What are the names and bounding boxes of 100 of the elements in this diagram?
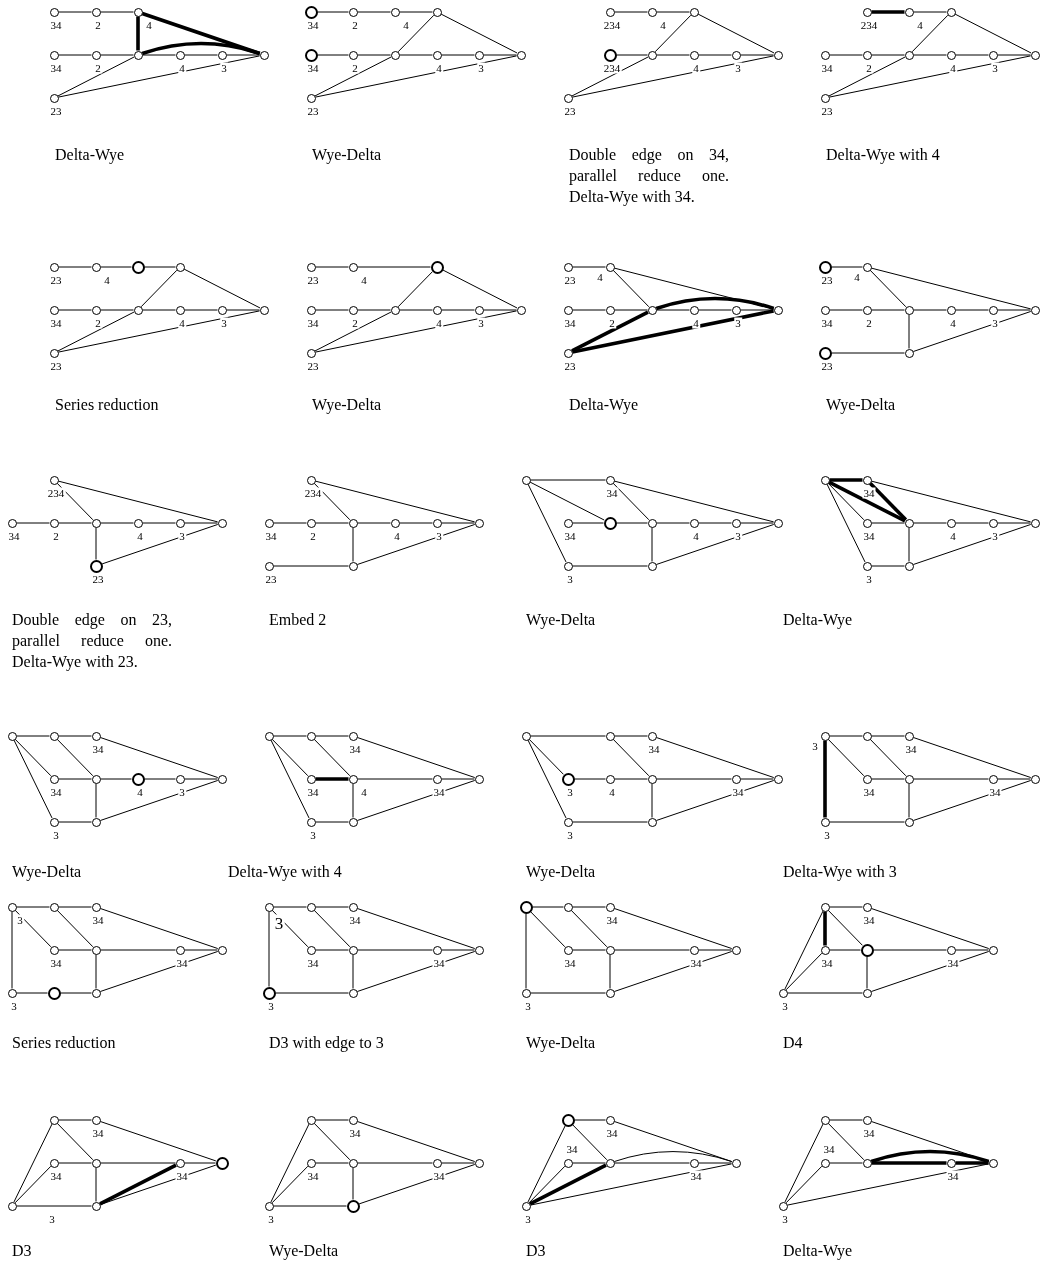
graph-edge (529, 1163, 733, 1206)
graph-edge (740, 54, 774, 56)
vertex-circle (605, 1115, 615, 1125)
graph-edge (184, 522, 218, 524)
vertex-circle (91, 945, 101, 955)
graph-edge (656, 778, 732, 780)
graph-edge (614, 11, 648, 13)
vertex-circle (647, 518, 657, 528)
vertex-label: 34 (904, 743, 918, 755)
vertex-circle (689, 305, 699, 315)
vertex-circle (432, 50, 442, 60)
vertex-circle (348, 561, 358, 571)
vertex-label: 23 (563, 274, 577, 286)
vertex-label: 4 (103, 274, 111, 286)
vertex-circle (689, 7, 699, 17)
vertex-label: 2 (351, 62, 359, 74)
graph-edge (140, 269, 178, 308)
graph-edge (913, 54, 947, 56)
vertex-label: 2 (309, 530, 317, 542)
vertex-circle (91, 50, 101, 60)
vertex-circle (904, 7, 914, 17)
vertex-circle (521, 988, 531, 998)
vertex-circle (862, 475, 872, 485)
graph-edge (315, 309, 349, 311)
graph-edge (828, 55, 1032, 98)
graph-edge (698, 949, 732, 951)
graph-edge (955, 309, 989, 311)
vertex-circle (946, 50, 956, 60)
vertex-label: 34 (91, 1127, 105, 1139)
vertex-circle (689, 518, 699, 528)
vertex-label: 34 (605, 487, 619, 499)
vertex-label: 23 (820, 360, 834, 372)
graph-edge (871, 309, 905, 311)
vertex-label: 4 (178, 62, 186, 74)
vertex-label: 3 (991, 530, 999, 542)
graph-edge (572, 266, 606, 268)
graph-edge (100, 54, 134, 56)
graph-edge (99, 1120, 217, 1162)
graph-edge (483, 309, 517, 311)
vertex-circle (49, 902, 59, 912)
graph-edge (136, 16, 140, 51)
graph-edge (99, 1164, 217, 1206)
graph-edge (614, 778, 648, 780)
vertex-circle (49, 1115, 59, 1125)
graph-edge (95, 1167, 97, 1202)
graph-edge (613, 480, 775, 523)
vertex-circle (348, 1115, 358, 1125)
vertex-circle (348, 902, 358, 912)
vertex-label: 4 (136, 530, 144, 542)
graph-edge (356, 736, 476, 779)
vertex-circle (820, 93, 830, 103)
graph-edge (572, 821, 648, 823)
graph-edge (955, 1161, 989, 1165)
vertex-label: 23 (91, 573, 105, 585)
vertex-label: 34 (306, 957, 320, 969)
graph-edge (828, 480, 906, 523)
graph-edge (273, 906, 307, 908)
graph-edge (441, 949, 475, 951)
graph-edge (313, 482, 351, 521)
step-caption: D3 with edge to 3 (269, 1033, 384, 1053)
vertex-circle (432, 774, 442, 784)
graph-edge (655, 296, 775, 311)
graph-edge (95, 783, 97, 818)
vertex-label: 3 (178, 530, 186, 542)
vertex-label: 3 (220, 62, 228, 74)
vertex-circle (862, 50, 872, 60)
graph-edge (58, 906, 92, 908)
step-caption: Delta-Wye with 4 (228, 862, 342, 882)
vertex-label: 3 (566, 829, 574, 841)
vertex-circle (432, 7, 442, 17)
graph-edge (314, 310, 518, 353)
vertex-circle (432, 945, 442, 955)
graph-edge (651, 527, 653, 562)
graph-edge (908, 783, 910, 818)
graph-edge (609, 954, 611, 989)
vertex-circle (49, 475, 59, 485)
vertex-label: 34 (689, 957, 703, 969)
vertex-circle (818, 346, 832, 360)
vertex-label: 34 (563, 317, 577, 329)
graph-edge (314, 55, 518, 98)
vertex-label: 4 (402, 19, 410, 31)
graph-edge (529, 1163, 607, 1206)
vertex-label: 3 (477, 317, 485, 329)
graph-edge (525, 913, 527, 989)
graph-edge (357, 54, 391, 56)
vertex-circle (133, 305, 143, 315)
graph-edge (571, 56, 649, 97)
graph-edge (57, 55, 261, 98)
vertex-circle (904, 518, 914, 528)
vertex-circle (259, 50, 269, 60)
graph-edge (58, 54, 92, 56)
graph-edge (14, 738, 52, 777)
graph-edge (58, 1162, 92, 1164)
graph-edge (826, 483, 866, 563)
graph-edge (317, 54, 349, 56)
graph-edge (56, 738, 94, 777)
vertex-circle (7, 1201, 17, 1211)
vertex-label: 34 (988, 786, 1002, 798)
graph-edge (870, 950, 990, 993)
graph-edge (142, 309, 176, 311)
